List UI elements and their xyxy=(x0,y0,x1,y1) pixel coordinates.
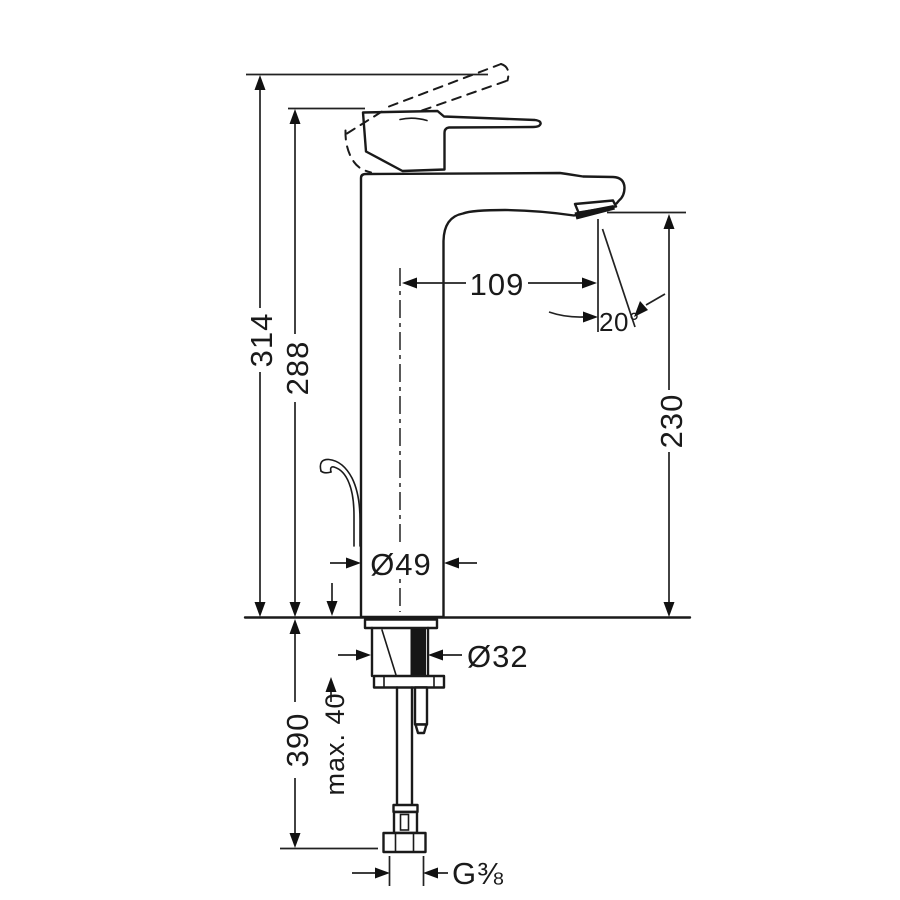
raised-lever-bottom-edge xyxy=(421,79,509,112)
dim-supply-connection: G⅜ xyxy=(352,856,504,891)
arrowhead-left xyxy=(428,649,443,661)
angle-leader-curve xyxy=(548,311,584,318)
hex-nut-facets xyxy=(394,832,415,853)
aerator-outlet-slit xyxy=(574,205,615,220)
handle-silhouette xyxy=(361,109,542,173)
hook-inner-curve xyxy=(329,466,355,547)
extension-lines xyxy=(246,73,686,886)
arrowhead-down xyxy=(289,602,301,617)
hex-nut xyxy=(382,831,427,854)
label-outlet-height: 230 xyxy=(654,394,689,449)
dim-max-deck-thickness: max. 40 xyxy=(320,583,350,796)
arrowhead-right xyxy=(583,311,598,323)
arrowhead-left xyxy=(423,867,438,879)
tilted-handle-edge xyxy=(346,110,383,135)
label-spout-reach: 109 xyxy=(470,267,525,302)
hook-outer-curve xyxy=(319,458,361,547)
dim-spout-reach: 109 xyxy=(402,267,597,302)
arrowhead-right xyxy=(375,867,390,879)
pull-rod-hook xyxy=(319,458,361,547)
mounting-screw xyxy=(413,686,429,726)
raised-lever-tip xyxy=(500,63,510,82)
raised-lever-top-edge xyxy=(388,63,502,108)
spout-angle-line xyxy=(601,228,636,328)
arrowhead-down xyxy=(289,833,301,848)
arrowhead-left xyxy=(402,277,417,289)
handle-raised-dashed xyxy=(344,63,510,174)
arrowhead-right xyxy=(346,557,361,569)
label-supply-connection: G⅜ xyxy=(452,856,504,891)
body-spout-silhouette xyxy=(359,171,626,619)
arrowhead-right xyxy=(582,277,597,289)
dim-spout-angle: 20° xyxy=(548,293,666,337)
arrowhead-down xyxy=(254,602,266,617)
arrowhead-diagonal xyxy=(634,301,648,317)
arrowhead-right xyxy=(356,649,371,661)
ext-lines-thread xyxy=(388,856,425,886)
label-body-diameter: Ø49 xyxy=(370,547,432,582)
aerator-housing xyxy=(573,199,618,214)
under-deck-assembly xyxy=(363,618,446,854)
arrowhead-up xyxy=(289,619,301,634)
base-gasket xyxy=(363,618,439,630)
label-backing xyxy=(372,546,430,579)
aerator xyxy=(573,199,618,220)
arrowhead-up xyxy=(325,677,337,692)
arrowhead-up xyxy=(254,75,266,90)
handle xyxy=(361,109,542,173)
label-max-deck-thickness: max. 40 xyxy=(320,692,350,795)
dim-shank-diameter: Ø32 xyxy=(338,639,529,674)
label-spout-angle: 20° xyxy=(599,307,640,337)
arrowhead-down xyxy=(326,601,338,616)
shank-inner-line xyxy=(381,629,397,676)
dim-height-to-handle: 288 xyxy=(280,109,315,617)
handle-detail-line xyxy=(399,117,428,122)
dim-total-height: 314 xyxy=(244,75,279,617)
shank-threaded-section xyxy=(410,629,426,676)
label-total-height: 314 xyxy=(244,313,279,368)
mounting-screw-tip xyxy=(414,723,428,735)
mounting-washer-plate xyxy=(372,674,446,689)
arrowhead-up xyxy=(289,109,301,124)
tilted-handle-left-edge xyxy=(344,129,372,174)
arrowhead-up xyxy=(663,214,675,229)
hose-connector-slot xyxy=(399,813,410,831)
dim-body-diameter: Ø49 xyxy=(330,546,477,582)
supply-hose xyxy=(395,686,414,807)
dim-outlet-height: 230 xyxy=(654,214,689,617)
label-height-to-handle: 288 xyxy=(280,341,315,396)
washer-plate-end-lines xyxy=(383,675,435,689)
angle-leader-line xyxy=(645,293,666,306)
label-hose-length: 390 xyxy=(280,713,315,768)
arrowhead-down xyxy=(663,602,675,617)
hook-end-cap xyxy=(320,470,332,474)
dim-hose-length: 390 xyxy=(280,619,315,848)
label-shank-diameter: Ø32 xyxy=(467,639,529,674)
arrowhead-left xyxy=(444,557,459,569)
faucet-body-outline xyxy=(359,171,626,619)
